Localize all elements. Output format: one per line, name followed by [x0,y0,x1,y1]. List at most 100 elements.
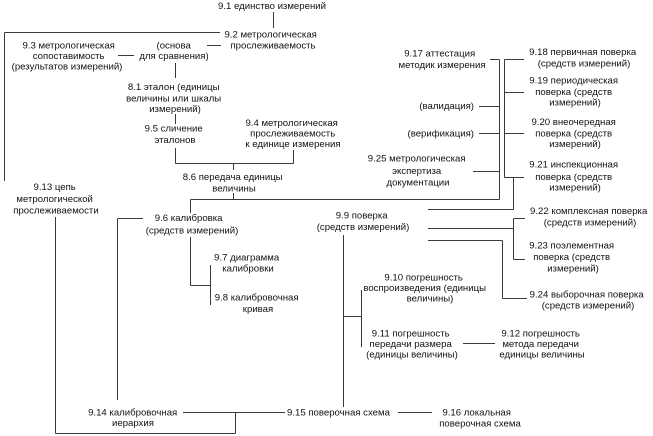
term-line: 9.22 комплексная поверка [530,206,648,217]
term-line: 9.10 погрешность [384,273,463,284]
term-line: измерений) [547,264,599,275]
term-line: 9.11 погрешность [372,329,450,340]
term-9-1: 9.1 единство измерений [218,1,326,12]
term-line: 8.6 передача единицы [183,172,283,183]
svg-text:9.24 выборочная поверка: 9.24 выборочная поверка (средств измерен… [530,290,647,312]
term-line: метрологической [16,194,93,205]
term-line: метода передачи [502,339,579,350]
term-line: (средств измерений) [146,226,239,237]
term-line: измерений) [549,98,601,109]
term-line: прослеживаемости [13,206,98,217]
term-line: методик измерения [398,60,485,71]
term-line: единицы величины [499,350,584,361]
term-line: кривая [243,304,273,315]
term-9-14: 9.14 калибровочная иерархия [88,408,180,430]
bracket-9-7-9-8 [190,237,211,305]
term-line: 9.23 поэлементная [529,241,614,252]
svg-text:9.20 внеочередная поверк: 9.20 внеочередная поверка (средств измер… [531,117,618,150]
term-line: поверочная схема [439,419,521,430]
term-line: 9.14 калибровочная [88,408,177,419]
svg-text:9.19 периодическая повер: 9.19 периодическая поверка (средств изме… [529,76,620,109]
term-line: (валидация) [419,101,474,112]
term-line: 9.8 калибровочная [215,293,299,304]
term-9-12: 9.12 погрешность метода передачи единицы… [499,329,584,361]
term-line: величины [212,184,256,195]
svg-text:9.14 калибровочная иерар: 9.14 калибровочная иерархия [88,408,180,430]
term-line: 9.18 первичная поверка [529,47,637,58]
term-9-7: 9.7 диаграмма калибровки [214,253,282,275]
term-line: 9.15 поверочная схема [287,408,391,419]
term-9-6: 9.6 калибровка (средств измерений) [146,213,239,237]
term-line: передачи размера [370,339,453,350]
connectors [4,12,527,434]
svg-text:9.15 поверочная схема: 9.15 поверочная схема [287,408,391,419]
term-line: поверка (средств [535,129,612,140]
term-line: 9.20 внеочередная [531,117,615,128]
svg-text:9.10 погрешность воспрои: 9.10 погрешность воспроизведения (единиц… [363,273,488,305]
svg-text:9.12 погрешность метода: 9.12 погрешность метода передачи единицы… [499,329,584,361]
term-line: сопоставимость [33,51,105,62]
svg-text:9.22 комплексная поверка: 9.22 комплексная поверка (средств измере… [530,206,650,229]
term-line: иерархия [112,418,154,429]
connector-9-9-to-9-21-bracket [428,177,514,210]
term-line: 9.4 метрологическая [245,118,337,129]
term-line: 9.6 калибровка [155,213,223,224]
svg-text:(основа для сравнения): (основа для сравнения) [139,41,208,63]
term-line: прослеживаемость [230,41,315,52]
bracket-9-5-9-4 [175,148,294,170]
term-line: поверка (средств [535,87,612,98]
term-line: документации [387,178,450,189]
svg-text:9.23 поэлементная поверк: 9.23 поэлементная поверка (средств измер… [529,241,617,275]
term-line: поверка (средств [535,172,612,183]
term-line: 9.12 погрешность [501,329,580,340]
term-line: 9.9 поверка [336,211,389,222]
term-9-3: 9.3 метрологическая сопоставимость (резу… [12,41,123,73]
term-verification: (верификация) [408,129,474,140]
svg-text:9.3 метрологическая сопо: 9.3 метрологическая сопоставимость (резу… [12,41,123,73]
svg-text:9.17 аттестация методик: 9.17 аттестация методик измерения [398,49,485,72]
svg-text:9.8 калибровочная кривая: 9.8 калибровочная кривая [215,293,301,316]
svg-text:9.4 метрологическая прос: 9.4 метрологическая прослеживаемость к е… [245,118,340,150]
connector-9-13-to-hierarchy [55,217,236,434]
term-9-24: 9.24 выборочная поверка (средств измерен… [530,290,647,312]
term-line: 9.25 метрологическая [368,154,466,165]
term-line: 9.13 цепь [34,182,76,193]
connector-9-6-to-9-14 [117,218,143,400]
term-9-13: 9.13 цепь метрологической прослеживаемос… [13,182,98,217]
term-line: 8.1 эталон (единицы [128,82,220,93]
term-9-16: 9.16 локальная поверочная схема [439,408,521,430]
term-line: 9.19 периодическая [529,76,618,87]
term-line: 9.24 выборочная поверка [530,290,645,301]
term-line: величины или шкалы [126,94,221,105]
term-line: 9.5 сличение [145,124,203,135]
svg-text:9.5 сличение эталонов: 9.5 сличение эталонов [145,124,206,147]
svg-text:9.2 метрологическая прос: 9.2 метрологическая прослеживаемость [224,30,319,52]
term-line: (основа [157,41,192,52]
svg-text:9.11 погрешность передач: 9.11 погрешность передачи размера (едини… [366,329,458,361]
term-line: (средств измерений) [317,222,410,233]
term-8-1: 8.1 эталон (единицы величины или шкалы и… [126,82,221,115]
svg-text:9.7 диаграмма калибровки: 9.7 диаграмма калибровки [214,253,282,275]
term-line: воспроизведения (единицы [363,283,486,294]
term-line: 9.3 метрологическая [22,41,114,52]
bracket-9-17-group [473,59,500,200]
term-basis-for-comparison: (основа для сравнения) [139,41,208,63]
term-line: 9.17 аттестация [404,49,475,60]
term-9-9: 9.9 поверка (средств измерений) [317,211,410,234]
svg-text:(верификация): (верификация) [408,129,474,140]
svg-text:8.6 передача единицы вел: 8.6 передача единицы величины [183,172,286,195]
svg-text:(валидация): (валидация) [419,101,474,112]
term-line: (средств измерений) [542,301,635,312]
term-9-5: 9.5 сличение эталонов [145,124,206,147]
term-9-18: 9.18 первичная поверка (средств измерени… [529,47,637,70]
term-9-20: 9.20 внеочередная поверка (средств измер… [531,117,618,150]
term-line: поверка (средств [533,252,610,263]
svg-text:9.16 локальная поверочна: 9.16 локальная поверочная схема [439,408,521,430]
term-line: калибровки [222,264,274,275]
term-9-15: 9.15 поверочная схема [287,408,391,419]
term-line: прослеживаемость [250,129,335,140]
svg-text:9.9 поверка (средств изм: 9.9 поверка (средств измерений) [317,211,410,234]
term-line: (средств измерений) [538,59,631,70]
term-line: 9.1 единство измерений [218,1,326,12]
